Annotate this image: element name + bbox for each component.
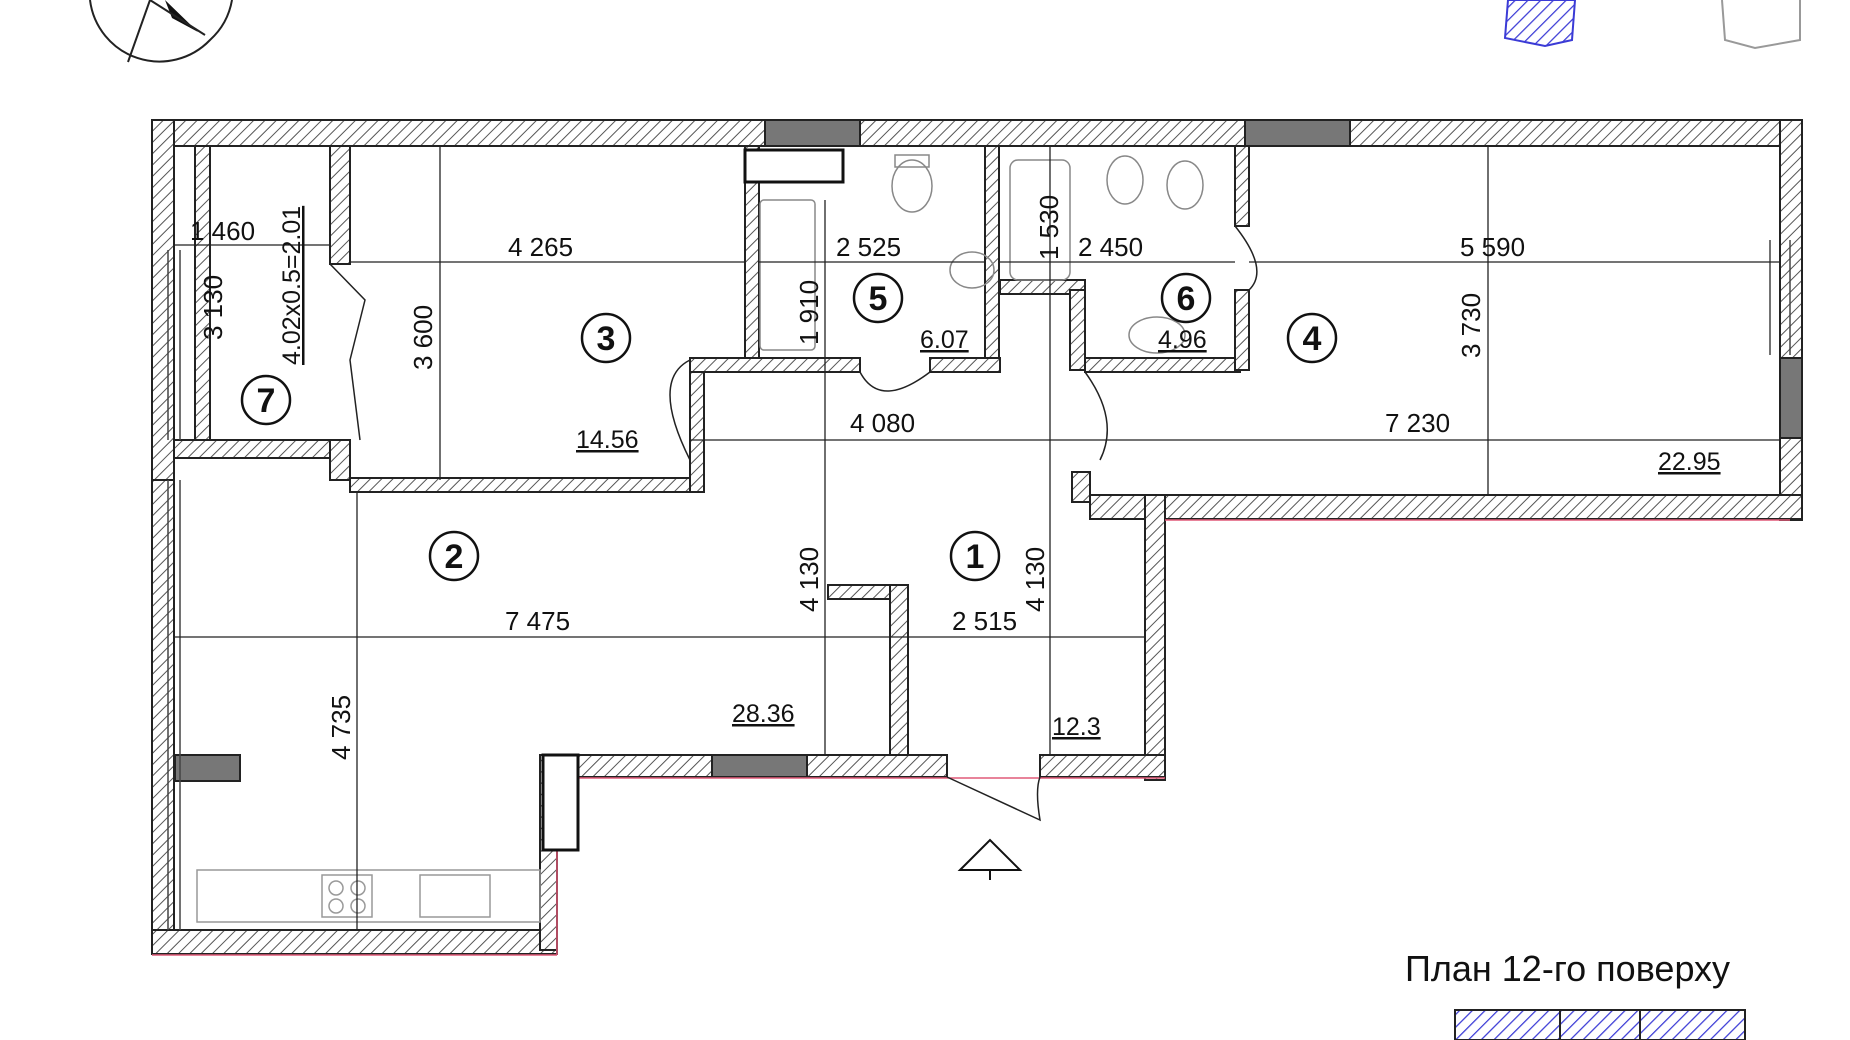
dim-1530: 1 530	[1034, 195, 1064, 260]
key-plan-top	[1503, 0, 1801, 50]
room-4-area: 22.95	[1658, 448, 1721, 476]
dimension-labels: 1 460 4 265 2 525 1 530 2 450 5 590 3 13…	[190, 195, 1525, 760]
dim-2450: 2 450	[1078, 232, 1143, 262]
room-1-area: 12.3	[1052, 713, 1101, 741]
dim-1460: 1 460	[190, 216, 255, 246]
room-2-number: 2	[445, 538, 464, 576]
room-numbers: 1 2 3 4 5 6 7	[257, 280, 1322, 576]
room-6-number: 6	[1177, 280, 1196, 318]
dim-4735: 4 735	[326, 695, 356, 760]
room-5-area: 6.07	[920, 326, 969, 354]
windows	[167, 240, 1791, 930]
kitchen-counter	[196, 869, 541, 923]
dim-5590: 5 590	[1460, 232, 1525, 262]
vent-shafts	[541, 148, 845, 852]
dim-3730: 3 730	[1456, 293, 1486, 358]
plan-title: План 12-го поверху	[1405, 948, 1731, 989]
dim-1910: 1 910	[794, 280, 824, 345]
dim-2525: 2 525	[836, 232, 901, 262]
columns	[174, 119, 1803, 782]
dim-7230: 7 230	[1385, 408, 1450, 438]
room-6-area: 4.96	[1158, 326, 1207, 354]
room-1-number: 1	[966, 538, 985, 576]
room-7-number: 7	[257, 382, 276, 420]
area-labels: 12.3 28.36 14.56 22.95 6.07 4.96 4.02x0.…	[278, 206, 1721, 741]
dim-2515: 2 515	[952, 606, 1017, 636]
dim-4080: 4 080	[850, 408, 915, 438]
dim-3600: 3 600	[408, 305, 438, 370]
dim-4265: 4 265	[508, 232, 573, 262]
room-markers	[240, 272, 1338, 582]
room-2-area: 28.36	[732, 700, 795, 728]
dim-4130-left: 4 130	[794, 547, 824, 612]
doors	[329, 225, 1258, 822]
dimension-lines	[174, 146, 1780, 930]
room-4-number: 4	[1303, 320, 1322, 358]
room-7-area: 4.02x0.5=2.01	[278, 206, 306, 365]
balcony-outline	[152, 519, 1790, 956]
dim-7475: 7 475	[505, 606, 570, 636]
room-3-area: 14.56	[576, 426, 639, 454]
dim-3130: 3 130	[198, 275, 228, 340]
bathroom-fixtures	[759, 154, 1204, 354]
key-plan-bottom	[1454, 1009, 1746, 1040]
entrance-arrow-icon	[957, 838, 1023, 880]
compass-icon	[89, 0, 233, 63]
dim-4130-right: 4 130	[1020, 547, 1050, 612]
room-5-number: 5	[869, 280, 888, 318]
interior-walls	[173, 145, 1250, 756]
room-3-number: 3	[597, 320, 616, 358]
